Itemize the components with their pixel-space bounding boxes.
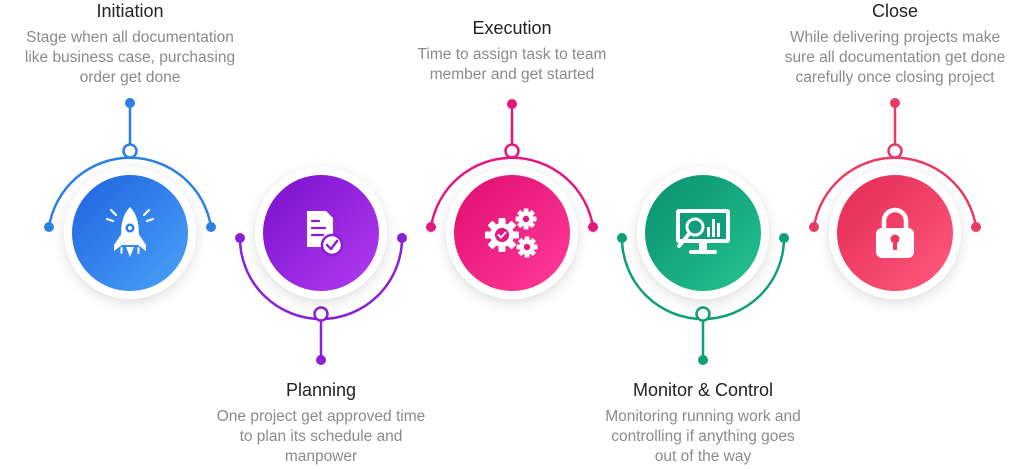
stage-description: While delivering projects make sure all … <box>745 28 1032 88</box>
stage-monitor-control <box>617 167 789 365</box>
stage-label-initiation: Initiation Stage when all documentation … <box>0 0 270 88</box>
arc-end-dot <box>206 222 216 232</box>
arc-end-dot <box>426 222 436 232</box>
stage-title: Planning <box>285 380 357 400</box>
stage-title: Monitor & Control <box>632 380 774 400</box>
stage-description: Time to assign task to team member and g… <box>372 45 652 85</box>
gears-icon <box>485 208 538 258</box>
stage-planning <box>235 167 407 365</box>
connector-node <box>313 306 329 322</box>
stage-execution <box>426 99 598 299</box>
stage-label-execution: Execution Time to assign task to team me… <box>372 17 652 85</box>
connector-end-dot <box>125 98 135 108</box>
description-line: order get done <box>79 69 181 86</box>
arc-end-dot <box>971 222 981 232</box>
stage-title: Close <box>871 1 919 21</box>
description-line: Time to assign task to team <box>417 46 607 63</box>
description-line: controlling if anything goes <box>611 428 795 445</box>
description-line: carefully once closing project <box>795 69 995 86</box>
description-line: sure all documentation get done <box>784 49 1006 66</box>
description-line: Monitoring running work and <box>605 408 801 425</box>
stage-label-close: Close While delivering projects make sur… <box>745 0 1032 88</box>
arc-end-dot <box>397 233 407 243</box>
connector-node <box>504 143 520 159</box>
document-check-icon <box>307 211 344 257</box>
connector-end-dot <box>890 98 900 108</box>
description-line: manpower <box>284 448 358 465</box>
description-line: out of the way <box>654 448 752 465</box>
padlock-icon <box>876 207 914 258</box>
connector-node <box>695 306 711 322</box>
connector-node <box>887 143 903 159</box>
stage-description: Monitoring running work and controlling … <box>558 407 848 467</box>
monitor-chart-icon <box>676 209 730 254</box>
connector-end-dot <box>507 99 517 109</box>
connector-end-dot <box>316 355 326 365</box>
description-line: like business case, purchasing <box>24 49 236 66</box>
stage-description: One project get approved time to plan it… <box>176 407 466 467</box>
description-line: While delivering projects make <box>789 29 1001 46</box>
stage-title: Initiation <box>96 1 164 21</box>
stage-close <box>809 98 981 299</box>
arc-end-dot <box>588 222 598 232</box>
rocket-icon <box>105 207 155 257</box>
arc-end-dot <box>809 222 819 232</box>
arc-end-dot <box>235 233 245 243</box>
arc-end-dot <box>44 222 54 232</box>
description-line: One project get approved time <box>216 408 426 425</box>
stage-label-planning: Planning One project get approved time t… <box>176 379 466 467</box>
arc-end-dot <box>779 233 789 243</box>
stage-label-monitor-control: Monitor & Control Monitoring running wor… <box>558 379 848 467</box>
description-line: member and get started <box>429 66 595 83</box>
stage-description: Stage when all documentation like busine… <box>0 28 270 88</box>
arc-end-dot <box>617 233 627 243</box>
stage-title: Execution <box>472 18 552 38</box>
stage-initiation <box>44 98 216 299</box>
connector-end-dot <box>698 355 708 365</box>
description-line: Stage when all documentation <box>26 29 234 46</box>
connector-node <box>122 143 138 159</box>
description-line: to plan its schedule and <box>239 428 403 445</box>
